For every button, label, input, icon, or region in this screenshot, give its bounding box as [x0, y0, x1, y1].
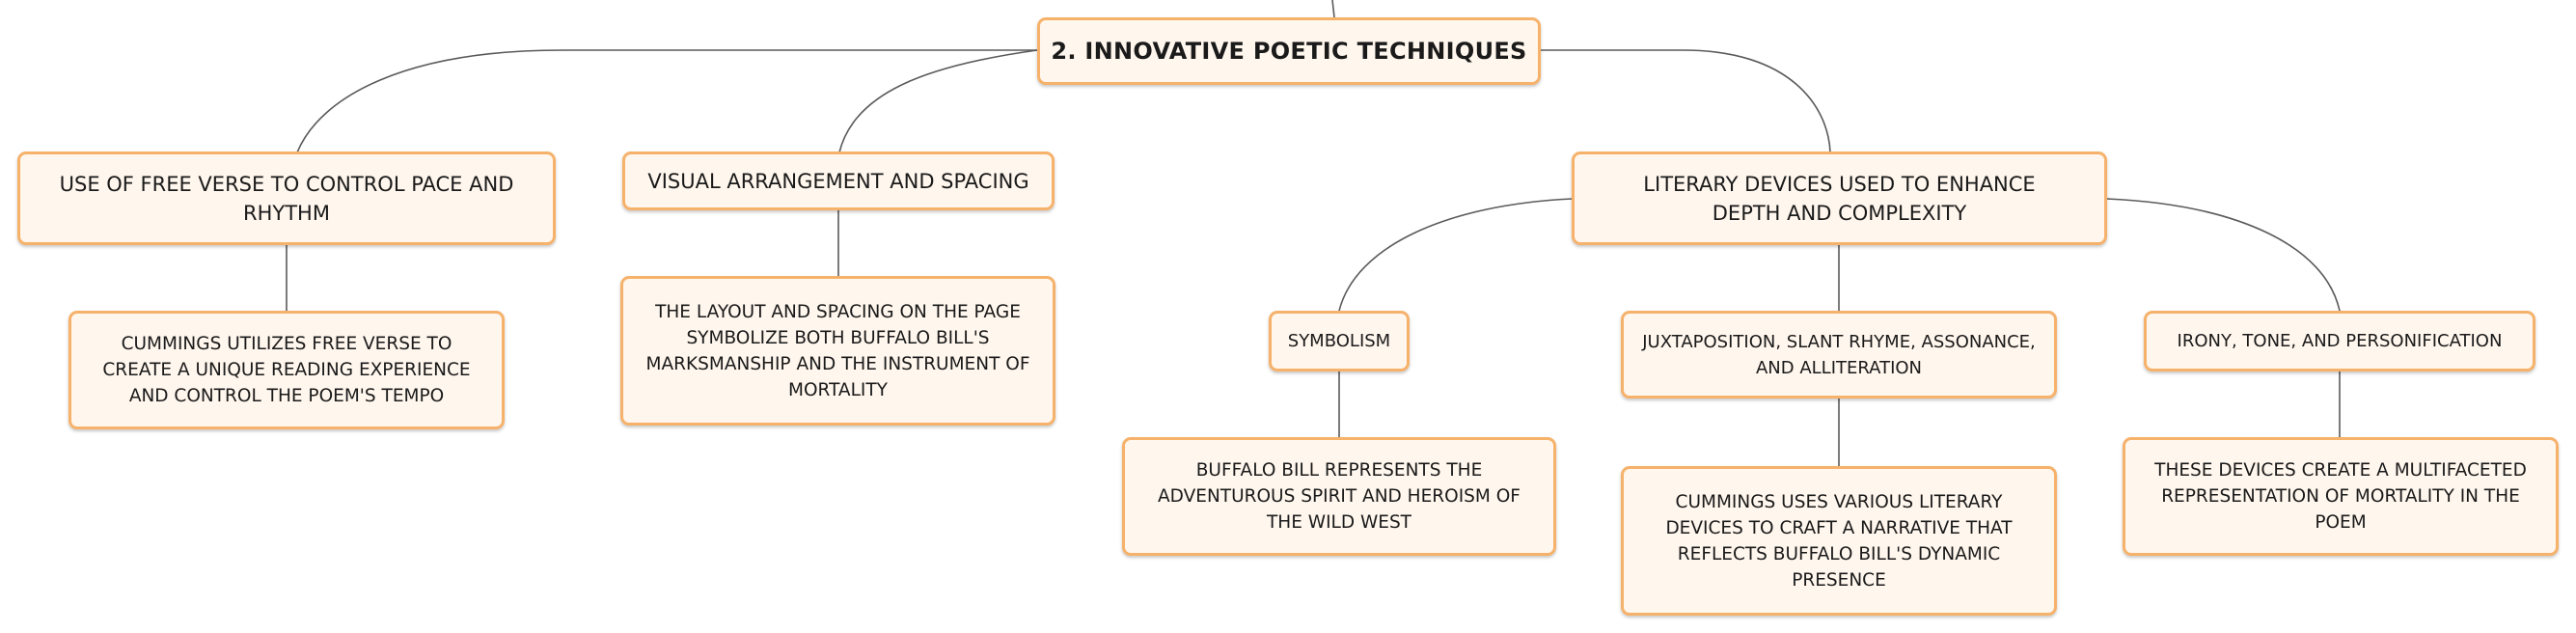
branch-node-label: LITERARY DEVICES USED TO ENHANCE DEPTH A… — [1643, 172, 2036, 225]
detail-node-text: THE LAYOUT AND SPACING ON THE PAGE SYMBO… — [645, 301, 1030, 400]
detail-node-text: THESE DEVICES CREATE A MULTIFACETED REPR… — [2154, 460, 2527, 533]
root-node[interactable]: 2. INNOVATIVE POETIC TECHNIQUES — [1037, 17, 1541, 85]
connector-root-to-visual — [838, 49, 1038, 153]
branch-node-label: USE OF FREE VERSE TO CONTROL PACE AND RH… — [59, 172, 514, 225]
branch-node-label: VISUAL ARRANGEMENT AND SPACING — [647, 169, 1029, 193]
detail-node-text: CUMMINGS USES VARIOUS LITERARY DEVICES T… — [1665, 491, 2013, 591]
connector-devices-to-irony — [2105, 198, 2341, 312]
connector-parent-stub — [1331, 0, 1335, 18]
branch-node-visual-arrangement[interactable]: VISUAL ARRANGEMENT AND SPACING — [622, 151, 1055, 210]
detail-node-irony[interactable]: THESE DEVICES CREATE A MULTIFACETED REPR… — [2123, 437, 2559, 556]
connector-root-to-free-verse — [296, 49, 1037, 153]
child-node-label: IRONY, TONE, AND PERSONIFICATION — [2177, 331, 2503, 351]
child-node-symbolism[interactable]: SYMBOLISM — [1269, 311, 1410, 372]
connector-root-to-devices — [1541, 49, 1831, 153]
branch-node-literary-devices[interactable]: LITERARY DEVICES USED TO ENHANCE DEPTH A… — [1572, 151, 2107, 245]
child-node-irony[interactable]: IRONY, TONE, AND PERSONIFICATION — [2144, 311, 2535, 372]
branch-node-free-verse[interactable]: USE OF FREE VERSE TO CONTROL PACE AND RH… — [17, 151, 556, 245]
child-node-label: JUXTAPOSITION, SLANT RHYME, ASSONANCE, A… — [1642, 331, 2036, 378]
detail-node-visual-arrangement[interactable]: THE LAYOUT AND SPACING ON THE PAGE SYMBO… — [620, 276, 1055, 426]
root-node-label: 2. INNOVATIVE POETIC TECHNIQUES — [1051, 38, 1527, 65]
connector-devices-to-symbolism — [1338, 198, 1574, 312]
child-node-label: SYMBOLISM — [1287, 331, 1391, 351]
detail-node-juxtaposition[interactable]: CUMMINGS USES VARIOUS LITERARY DEVICES T… — [1621, 466, 2057, 616]
detail-node-symbolism[interactable]: BUFFALO BILL REPRESENTS THE ADVENTUROUS … — [1122, 437, 1556, 556]
detail-node-text: CUMMINGS UTILIZES FREE VERSE TO CREATE A… — [102, 334, 471, 406]
detail-node-free-verse[interactable]: CUMMINGS UTILIZES FREE VERSE TO CREATE A… — [69, 311, 505, 429]
detail-node-text: BUFFALO BILL REPRESENTS THE ADVENTUROUS … — [1158, 460, 1521, 533]
child-node-juxtaposition[interactable]: JUXTAPOSITION, SLANT RHYME, ASSONANCE, A… — [1621, 311, 2057, 399]
